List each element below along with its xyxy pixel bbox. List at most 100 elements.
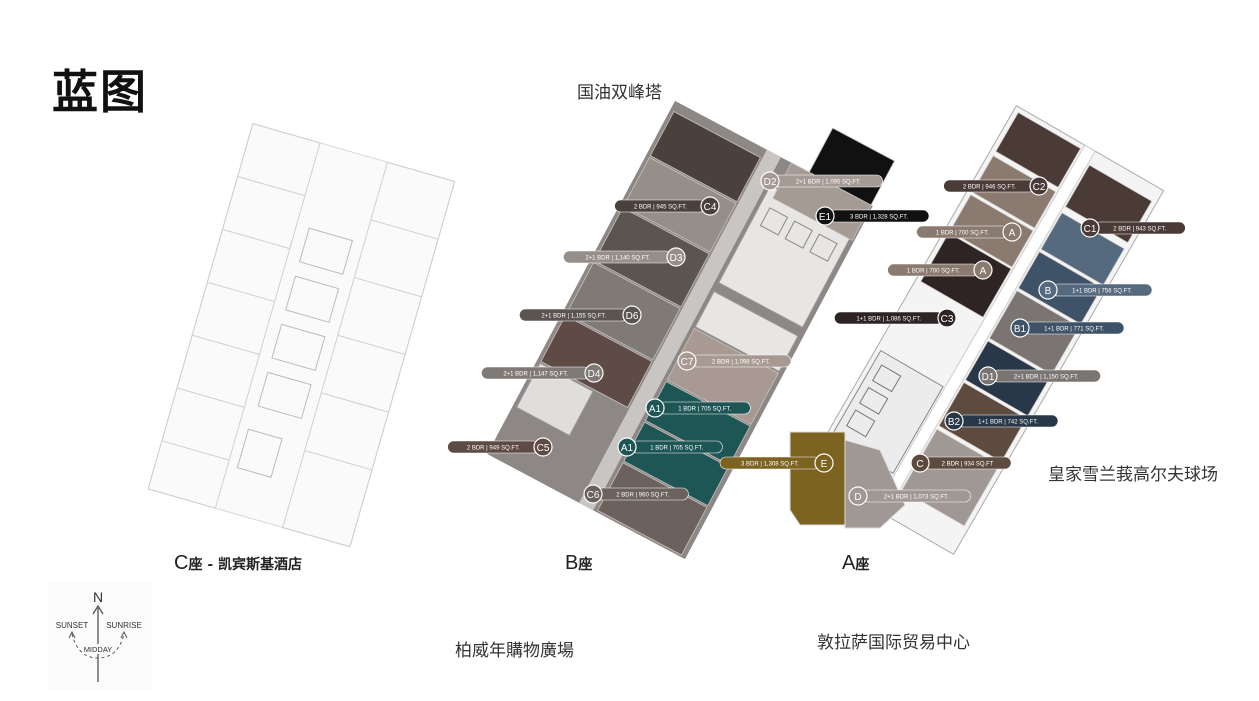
unit-spec: 3 BDR | 1,328 SQ.FT. xyxy=(850,215,908,221)
unit-code: C2 xyxy=(1033,182,1046,193)
unit-spec: 1 BDR | 700 SQ.FT. xyxy=(936,231,989,237)
unit-spec: 3 BDR | 1,308 SQ.FT. xyxy=(741,462,799,468)
tower-b-label: B座 xyxy=(565,552,592,575)
tower-c-label: C座 - 凯宾斯基酒店 xyxy=(174,552,302,575)
unit-e-wing xyxy=(789,431,846,526)
unit-c6-block xyxy=(597,462,708,556)
tower-b-unit-d4-6[interactable]: 2+1 BDR | 1,147 SQ.FT. D4 xyxy=(481,363,604,383)
tower-a-label: A座 xyxy=(842,552,869,575)
tower-a-unit-c2-0[interactable]: 2 BDR | 946 SQ.FT. C2 xyxy=(943,176,1049,196)
unit-code: B xyxy=(1045,286,1052,297)
unit-badge xyxy=(944,411,964,431)
unit-code: C5 xyxy=(537,443,550,454)
unit-badge xyxy=(700,196,720,216)
unit-spec: 1 BDR | 705 SQ.FT. xyxy=(650,446,703,452)
tower-a-unit-a-3[interactable]: 1 BDR | 700 SQ.FT. A xyxy=(887,260,993,280)
unit-badge xyxy=(973,260,993,280)
unit-badge xyxy=(666,247,686,267)
unit-spec: 2 BDR | 934 SQ.FT xyxy=(942,462,994,468)
unit-badge xyxy=(937,308,957,328)
unit-code: C4 xyxy=(704,202,717,213)
unit-spec: 2+1 BDR | 1,155 SQ.FT. xyxy=(541,314,606,320)
unit-badge xyxy=(760,171,780,191)
unit-spec: 1 BDR | 705 SQ.FT. xyxy=(678,407,731,413)
tower-a-unit-c3-5[interactable]: 1+1 BDR | 1,086 SQ.FT. C3 xyxy=(834,308,957,328)
tower-a-unit-a-2[interactable]: 1 BDR | 700 SQ.FT.A xyxy=(916,222,1022,242)
unit-spec: 2+1 BDR | 1,150 SQ.FT. xyxy=(1014,375,1079,381)
tower-a-frame xyxy=(805,104,1165,556)
tower-b-unit-c4-2[interactable]: 2 BDR | 945 SQ.FT. C4 xyxy=(614,196,720,216)
unit-badge xyxy=(617,437,637,457)
unit-badge xyxy=(645,398,665,418)
tower-b-unit-d3-3[interactable]: 2+1 BDR | 1,140 SQ.FT.D3 xyxy=(563,247,686,267)
tower-b-unit-c7-5[interactable]: 2 BDR | 1,098 SQ.FT.C7 xyxy=(677,351,792,371)
unit-badge xyxy=(533,437,553,457)
unit-code: D4 xyxy=(588,369,601,380)
tower-b-plan: 2+1 BDR | 1,095 SQ.FT.D2 3 BDR | 1,328 SQ… xyxy=(447,100,930,560)
unit-code: C1 xyxy=(1084,224,1097,235)
unit-code: E xyxy=(821,459,828,470)
tower-c-outline xyxy=(147,122,456,548)
landmark-bottom-left: 柏威年購物廣場 xyxy=(455,641,574,661)
tower-a-unit-c-10[interactable]: 2 BDR | 934 SQ.FT C xyxy=(910,453,1012,473)
unit-code: B2 xyxy=(948,417,961,428)
unit-c4-block xyxy=(649,110,761,203)
unit-code: C3 xyxy=(941,314,954,325)
tower-b-unit-c6-10[interactable]: 2 BDR | 960 SQ.FT.C6 xyxy=(583,484,689,504)
unit-spec: 2 BDR | 945 SQ.FT. xyxy=(634,205,687,211)
tower-a-letter: A xyxy=(842,552,856,574)
unit-spec: 1+1 BDR | 1,086 SQ.FT. xyxy=(856,317,921,323)
tower-a-unit-b2-8[interactable]: 1+1 BDR | 742 SQ.FT. B2 xyxy=(944,411,1059,431)
unit-c5-block xyxy=(540,314,653,408)
unit-code: C7 xyxy=(681,357,694,368)
unit-spec: 2+1 BDR | 1,140 SQ.FT. xyxy=(585,256,650,262)
tower-a-name: 座 xyxy=(855,557,870,573)
unit-badge xyxy=(978,366,998,386)
unit-code: A1 xyxy=(649,404,662,415)
tower-b-corridor xyxy=(579,149,781,511)
unit-badge xyxy=(1002,222,1022,242)
tower-c-name: 座 - 凯宾斯基酒店 xyxy=(188,557,303,573)
tower-a-unit-b-4[interactable]: 1+1 BDR | 756 SQ.FT. B xyxy=(1038,280,1153,300)
unit-code: D xyxy=(854,492,861,503)
tower-b-letter: B xyxy=(565,552,579,574)
unit-badge xyxy=(1080,218,1100,238)
tower-b-unit-d2-0[interactable]: 2+1 BDR | 1,095 SQ.FT.D2 xyxy=(760,171,883,191)
compass: N SUNSET SUNRISE MIDDAY xyxy=(48,582,152,690)
compass-north: N xyxy=(93,589,103,605)
unit-spec: 1 BDR | 700 SQ.FT. xyxy=(907,269,960,275)
landmark-bottom-right: 敦拉萨国际贸易中心 xyxy=(817,633,970,653)
arrow-up-icon xyxy=(92,604,104,615)
unit-badge xyxy=(1010,318,1030,338)
unit-badge xyxy=(583,484,603,504)
unit-code: A xyxy=(980,266,987,277)
tower-a-unit-b1-6[interactable]: 1+1 BDR | 771 SQ.FT.B1 xyxy=(1010,318,1125,338)
tower-a-unit-d1-7[interactable]: 2+1 BDR | 1,150 SQ.FT. D1 xyxy=(978,366,1101,386)
compass-south: MIDDAY xyxy=(84,645,113,654)
tower-b-unit-e1-1[interactable]: 3 BDR | 1,328 SQ.FT.E1 xyxy=(815,206,930,226)
unit-spec: 2 BDR | 946 SQ.FT. xyxy=(963,185,1016,191)
tower-a-unit-d-11[interactable]: 2+1 BDR | 1,073 SQ.FT.D xyxy=(848,486,971,506)
unit-spec: 1+1 BDR | 742 SQ.FT. xyxy=(978,420,1038,426)
tower-b-unit-a1-7[interactable]: 1 BDR | 705 SQ.FT. A1 xyxy=(645,398,751,418)
unit-badge xyxy=(622,305,642,325)
tower-a-unit-c1-1[interactable]: 2 BDR | 943 SQ.FT.C1 xyxy=(1080,218,1186,238)
tower-a-plan: 2 BDR | 946 SQ.FT. C2 2 BDR | 943 SQ.FT.C1… xyxy=(719,104,1186,556)
compass-west: SUNSET xyxy=(56,621,89,630)
unit-code: D1 xyxy=(982,372,995,383)
tower-b-unit-a1-9[interactable]: 1 BDR | 705 SQ.FT. A1 xyxy=(617,437,723,457)
tower-b-unit-c5-8[interactable]: 2 BDR | 949 SQ.FT.C5 xyxy=(447,437,553,457)
unit-spec: 1+1 BDR | 756 SQ.FT. xyxy=(1072,289,1132,295)
unit-code: C xyxy=(916,459,923,470)
page-title: 蓝图 xyxy=(52,65,148,119)
unit-d-wing xyxy=(844,439,906,529)
unit-badge xyxy=(584,363,604,383)
tower-a-unit-e-9[interactable]: 3 BDR | 1,308 SQ.FT. E xyxy=(719,453,834,473)
unit-badge xyxy=(677,351,697,371)
tower-b-unit-d6-4[interactable]: 2+1 BDR | 1,155 SQ.FT.D6 xyxy=(519,305,642,325)
unit-spec: 2+1 BDR | 1,147 SQ.FT. xyxy=(503,372,568,378)
unit-code: A1 xyxy=(621,443,634,454)
unit-spec: 2 BDR | 960 SQ.FT. xyxy=(616,493,669,499)
